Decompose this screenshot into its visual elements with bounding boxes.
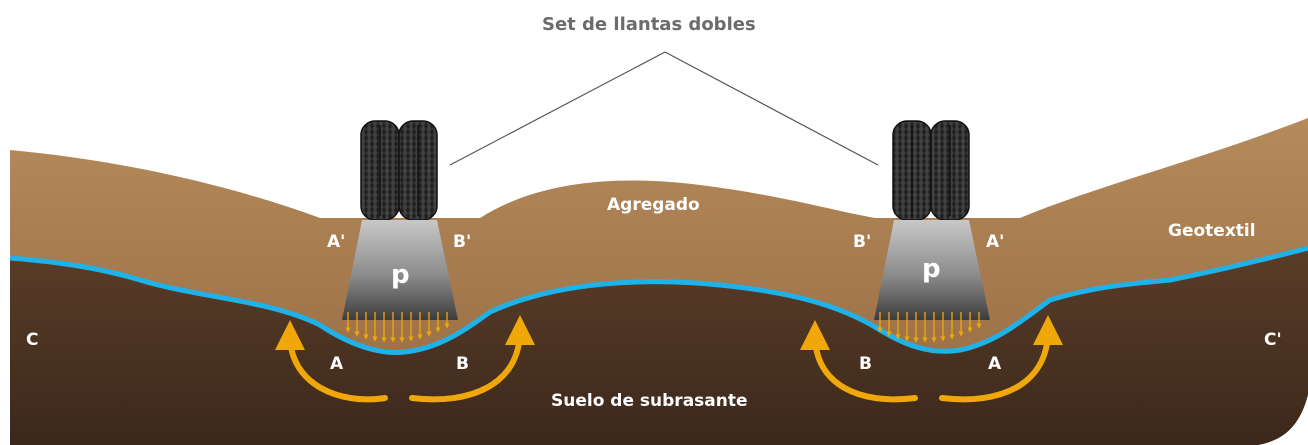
tire-set-right <box>892 120 970 221</box>
load-label-right: p <box>922 254 941 284</box>
load-column-left <box>342 220 458 320</box>
geotextile-line <box>9 245 1308 356</box>
geotextile-label: Geotextil <box>1168 221 1256 241</box>
point-b-right: B <box>859 354 872 374</box>
diagram-title: Set de llantas dobles <box>542 14 756 35</box>
point-a-left: A <box>330 354 344 374</box>
point-c-left: C <box>26 330 39 350</box>
point-a-prime-right: A' <box>986 232 1005 252</box>
soil-flow-arrows-right <box>800 315 1063 403</box>
pressure-arrows-left <box>345 312 450 343</box>
title-leader-right <box>664 51 879 166</box>
point-b-left: B <box>456 354 469 374</box>
point-a-prime-left: A' <box>327 232 346 252</box>
point-c-prime-right: C' <box>1264 330 1282 350</box>
point-b-prime-left: B' <box>453 232 472 252</box>
tire-set-left <box>360 120 438 221</box>
pressure-arrows-right <box>877 312 982 343</box>
title-leader-left <box>449 51 666 166</box>
point-b-prime-right: B' <box>853 232 872 252</box>
corner-cutout <box>1258 395 1308 445</box>
load-column-right <box>874 220 990 320</box>
subgrade-label: Suelo de subrasante <box>551 391 748 411</box>
soil-flow-arrows-left <box>275 315 535 403</box>
aggregate-label: Agregado <box>607 195 700 215</box>
point-a-right: A <box>988 354 1002 374</box>
load-label-left: p <box>391 260 410 290</box>
